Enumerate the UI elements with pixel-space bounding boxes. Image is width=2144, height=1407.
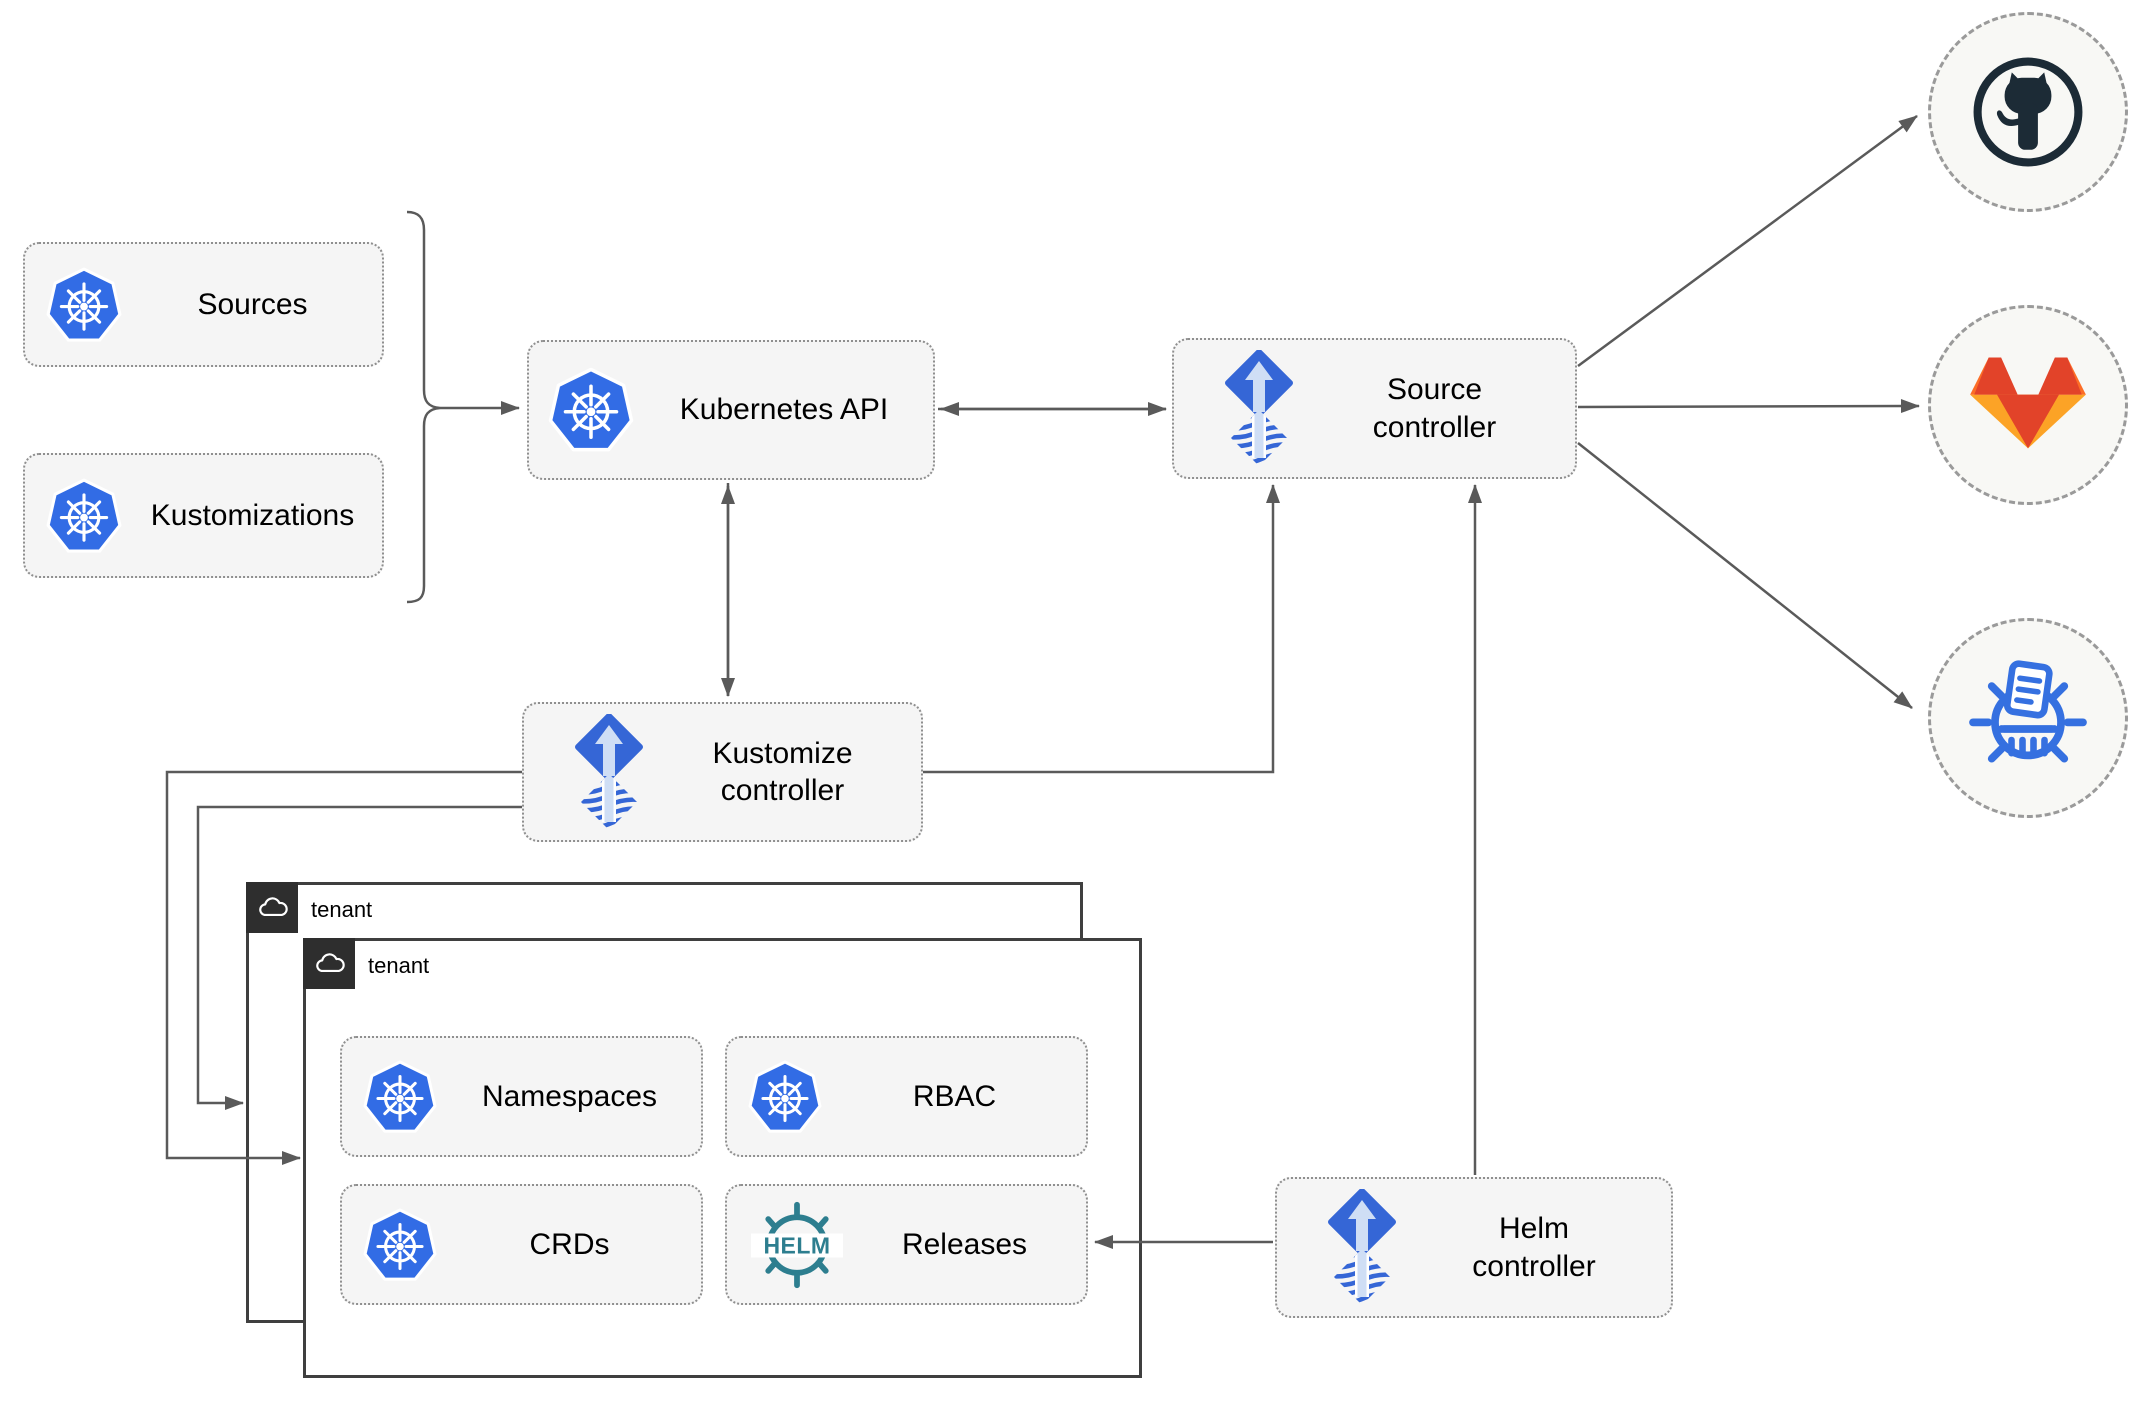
node-label: Namespaces: [481, 1079, 658, 1113]
endpoint-github[interactable]: [1928, 12, 2128, 212]
node-label: Kustomize controller: [712, 736, 853, 808]
flux-icon: [574, 714, 644, 831]
flux-icon: [1327, 1189, 1397, 1306]
node-label: CRDs: [529, 1227, 610, 1261]
node-namespaces[interactable]: Namespaces: [340, 1036, 703, 1157]
gitlab-icon: [1970, 357, 2086, 449]
helm-icon: [751, 1199, 843, 1291]
node-sources[interactable]: Sources: [23, 242, 384, 367]
node-label: Kubernetes API: [679, 393, 889, 427]
kubernetes-icon: [362, 1059, 438, 1135]
node-releases[interactable]: Releases: [725, 1184, 1088, 1305]
cloud-icon: [316, 952, 345, 972]
node-label: RBAC: [912, 1079, 997, 1113]
tenant-group-label: tenant: [368, 953, 430, 978]
kubernetes-icon: [747, 1059, 823, 1135]
node-label: Sources: [197, 287, 308, 321]
node-crds[interactable]: CRDs: [340, 1184, 703, 1305]
node-kustomize-controller[interactable]: Kustomize controller: [522, 702, 923, 842]
node-label: Kustomizations: [150, 498, 355, 532]
kubernetes-icon: [362, 1207, 438, 1283]
node-source-controller[interactable]: Source controller: [1172, 338, 1577, 479]
node-label: Releases: [901, 1227, 1028, 1261]
kubernetes-icon: [45, 266, 123, 344]
node-label: Helm controller: [1472, 1212, 1596, 1283]
node-helm-controller[interactable]: Helm controller: [1275, 1177, 1673, 1318]
tenant-group-label: tenant: [311, 897, 373, 922]
flux-icon: [1224, 350, 1294, 467]
node-kustomizations[interactable]: Kustomizations: [23, 453, 384, 578]
node-label: Source controller: [1372, 373, 1497, 444]
chartmuseum-icon: [1969, 660, 2087, 763]
node-rbac[interactable]: RBAC: [725, 1036, 1088, 1157]
kubernetes-icon: [45, 477, 123, 555]
endpoint-chart-repository[interactable]: [1928, 618, 2128, 818]
tenant-tab: [246, 882, 298, 933]
tenant-tab: [303, 938, 355, 989]
endpoint-gitlab[interactable]: [1928, 305, 2128, 505]
node-kubernetes-api[interactable]: Kubernetes API: [527, 340, 935, 480]
cloud-icon: [259, 896, 288, 916]
tenant-group-front: tenant: [303, 938, 1142, 1378]
kubernetes-icon: [547, 366, 635, 454]
brace: [406, 210, 441, 604]
github-icon: [1973, 57, 2083, 167]
